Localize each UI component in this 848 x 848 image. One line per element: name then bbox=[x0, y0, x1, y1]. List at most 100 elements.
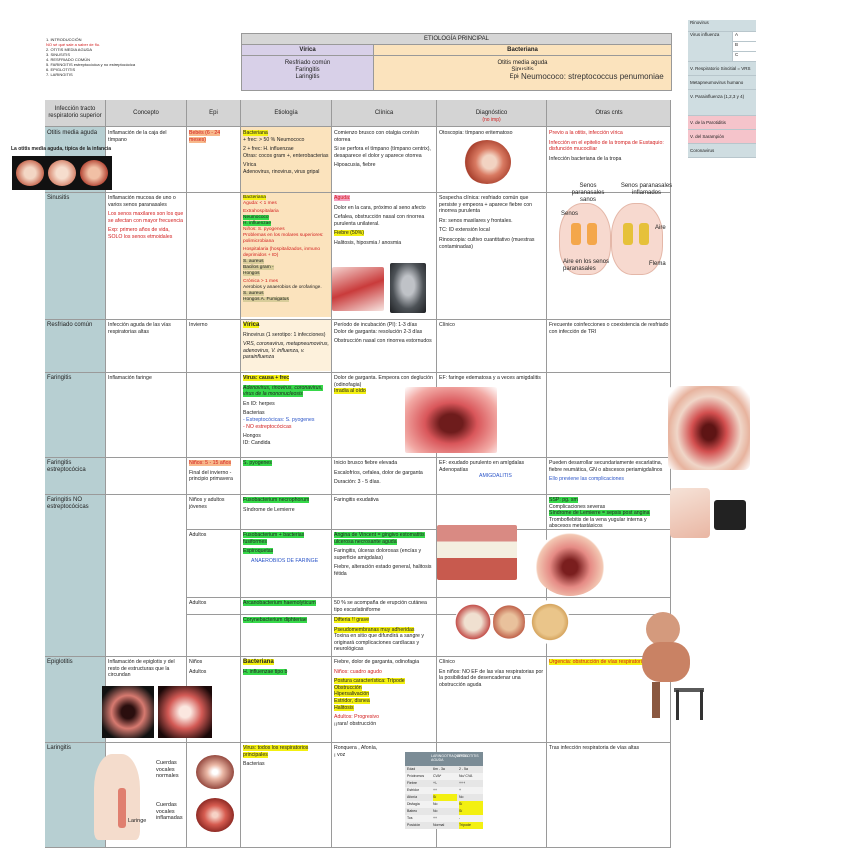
mini-cell: No bbox=[433, 809, 438, 813]
resfriado-diag: Clínico bbox=[439, 322, 455, 328]
row-label-faringitis: Faringitis bbox=[45, 372, 105, 457]
sidebox-row: Coronavirus bbox=[688, 144, 756, 158]
viral-item: Laringitis bbox=[295, 74, 320, 80]
mini-cell: ++ bbox=[433, 788, 438, 792]
fe-diag: EF: exudado purulento en amígdalas Adeno… bbox=[439, 460, 525, 480]
sidebox-row: Metapneumovirus humano bbox=[688, 76, 756, 90]
topic-index: 1. INTRODUCCIÓN NO sé qué sale a saber d… bbox=[46, 37, 135, 77]
mini-row: Tos++- bbox=[405, 815, 483, 822]
resfriado-epi: Invierno bbox=[189, 322, 208, 328]
etiology-title: ETIOLOGÍA PRINCIPAL bbox=[242, 34, 671, 45]
sidebox-row: Rinovirus bbox=[688, 20, 756, 32]
resfriado-concepto: Infección aguda de las vías respiratoria… bbox=[108, 322, 171, 335]
viral-column: Vírica Resfriado común Faringitis Laring… bbox=[242, 45, 374, 90]
row-label-faringitis-no: Faringitis NO estreptocócicas bbox=[45, 494, 105, 656]
sidebox-row: A bbox=[732, 32, 756, 42]
row-label-resfriado: Resfriado común bbox=[45, 319, 105, 372]
otitis-concepto: Inflamación de la caja del tímpano bbox=[108, 130, 167, 143]
fn-epi-b: Adultos bbox=[189, 532, 207, 538]
faringitis-diag: EF: faringe edematosa y a veces amigdali… bbox=[439, 375, 541, 381]
diphtheria-image-1 bbox=[455, 600, 491, 644]
mini-cell: Estridor bbox=[407, 788, 420, 792]
mini-cell: Pródromos bbox=[407, 774, 425, 778]
gums-image bbox=[437, 525, 517, 580]
resfriado-otras: Frecuente coinfecciones o coexistencia d… bbox=[549, 322, 669, 335]
sidebox-row: B bbox=[732, 42, 756, 52]
mini-cell: Posición bbox=[407, 823, 421, 827]
mini-cell: - bbox=[459, 816, 461, 820]
sinus-label-aire: Aire bbox=[655, 225, 666, 231]
fn-clin-c: 50 % se acompaña de erupción cutánea tip… bbox=[334, 600, 427, 613]
sinus-label-senos: Senos bbox=[561, 211, 579, 217]
mini-cell: Sí bbox=[459, 808, 483, 815]
mini-cell: 6m - 3a bbox=[433, 767, 445, 771]
mini-header: LARINGOTRAQUEITIS AGUDA bbox=[431, 754, 468, 762]
vocal-cords-normal bbox=[196, 755, 234, 789]
faringitis-etio: Virus: causa + frec Adenovirus, rinoviru… bbox=[243, 375, 323, 446]
mini-cell: Trípode bbox=[459, 822, 483, 829]
index-item: 3. SINUSITIS bbox=[46, 52, 71, 57]
mini-cell: Edad bbox=[407, 767, 416, 771]
pharynx-image bbox=[405, 387, 497, 453]
index-item: 5. FARINGITIS estreptocócica y no estrep… bbox=[46, 62, 136, 67]
mini-row: Estridor+++ bbox=[405, 787, 483, 794]
mini-cell: 2 - 5a bbox=[459, 767, 468, 771]
faringitis-concepto: Inflamación faringe bbox=[108, 375, 152, 381]
header-diagnostico: Diagnóstico bbox=[437, 100, 546, 126]
index-item: 1. INTRODUCCIÓN bbox=[46, 37, 82, 42]
virus-side-box: Rinovirus Virus influenza A B C V. Respi… bbox=[688, 20, 756, 164]
diag-note: (no imp) bbox=[482, 117, 501, 123]
tonsils-image bbox=[668, 386, 750, 470]
vocal-cords-inflamed-label: Cuerdas vocales inflamadas bbox=[156, 802, 183, 821]
resfriado-clinica: Período de incubación (PI): 1-3 días Dol… bbox=[334, 322, 432, 345]
row-label-faringitis-estrep: Faringitis estreptocócica bbox=[45, 457, 105, 494]
header-etiologia: Etiología bbox=[241, 100, 331, 126]
epi-concepto: Inflamación de epiglotis y del resto de … bbox=[108, 659, 175, 679]
sinusitis-etio: Bacteriana Aguda: < 1 mes Extrahospitala… bbox=[243, 195, 324, 302]
sinus-label-flema: Flema bbox=[649, 261, 666, 267]
header-infeccion: Infección tracto respiratorio superior bbox=[45, 100, 105, 126]
sidebox-row: Virus influenza bbox=[688, 32, 732, 62]
sidebox-row: V. de la Parotiditis bbox=[688, 116, 756, 130]
lar-clinica: Ronquera , Afonía, ¡ voz bbox=[334, 745, 378, 758]
lar-etio: Virus: todos los respiratorios principal… bbox=[243, 745, 309, 768]
mini-cell: +/- bbox=[433, 781, 438, 785]
otitis-epi: Bebés (6 - 24 meses) bbox=[189, 130, 221, 143]
toddler-tripod-figure bbox=[640, 612, 712, 722]
sinusitis-concepto: Inflamación mucosa de uno o varios senos… bbox=[108, 195, 184, 240]
fn-epi-a: Niños y adultos jóvenes bbox=[189, 497, 225, 510]
otitis-etio: Bacteriana + frec: > 50 % Neumococo 2 + … bbox=[243, 130, 329, 175]
row-label-epiglotitis: Epiglotitis bbox=[45, 656, 105, 742]
fn-clin-b: Angina de Vincent = gingivo estomatitis … bbox=[334, 532, 432, 577]
comparison-mini-table: LARINGOTRAQUEITIS AGUDA EPIGLOTITIS Edad… bbox=[405, 752, 483, 832]
vocal-cords-inflamed bbox=[196, 798, 234, 832]
larynx-label: Laringe bbox=[128, 818, 147, 824]
viral-header: Vírica bbox=[242, 45, 373, 56]
bacterial-item: Otitis media aguda bbox=[497, 60, 548, 66]
fn-clin-d: Difteria !! grave Pseudomembranas muy ad… bbox=[334, 617, 424, 653]
fn-etio-b: Fusobacterium + bacterias fusiformes Esp… bbox=[243, 532, 319, 564]
epi-epi: Niños Adultos bbox=[189, 659, 207, 675]
sinus-anatomy-image bbox=[332, 267, 384, 311]
header-clinica: Clínica bbox=[332, 100, 436, 126]
diphtheria-image-2 bbox=[493, 600, 525, 644]
mini-cell: Fiebre bbox=[407, 781, 417, 785]
header-otras: Otras cnts bbox=[547, 100, 671, 126]
sinus-label-healthy: Senos paranasales sanos bbox=[571, 183, 605, 203]
otitis-clinica: Comienzo brusco con otalgia con/sin otor… bbox=[334, 130, 431, 169]
row-label-sinusitis: Sinusitis bbox=[45, 192, 105, 319]
sinusitis-diag: Sospecha clínica: resfriado común que pe… bbox=[439, 195, 535, 250]
index-item: 7. LARINGITIS bbox=[46, 72, 73, 77]
otitis-otras: Previo a la otitis, infección vírica Inf… bbox=[549, 130, 664, 162]
sinus-face-diagram: Senos paranasales sanos Senos paranasale… bbox=[549, 183, 674, 293]
otitis-diag: Otoscopia: tímpano eritematoso bbox=[439, 130, 513, 136]
ear-images bbox=[12, 156, 112, 190]
sinus-ct-image bbox=[390, 263, 426, 313]
lemierre-figure bbox=[670, 480, 750, 540]
sidebox-row: V. Respiratorio Sincitial = VRS bbox=[688, 62, 756, 76]
epi-otras: Urgencia: obstrucción de vías respirator… bbox=[549, 659, 648, 665]
fe-clinica: Inicio brusco fiebre elevada Escalofríos… bbox=[334, 460, 423, 486]
faringitis-clinica: Dolor de garganta. Empeora con deglución… bbox=[334, 375, 433, 395]
